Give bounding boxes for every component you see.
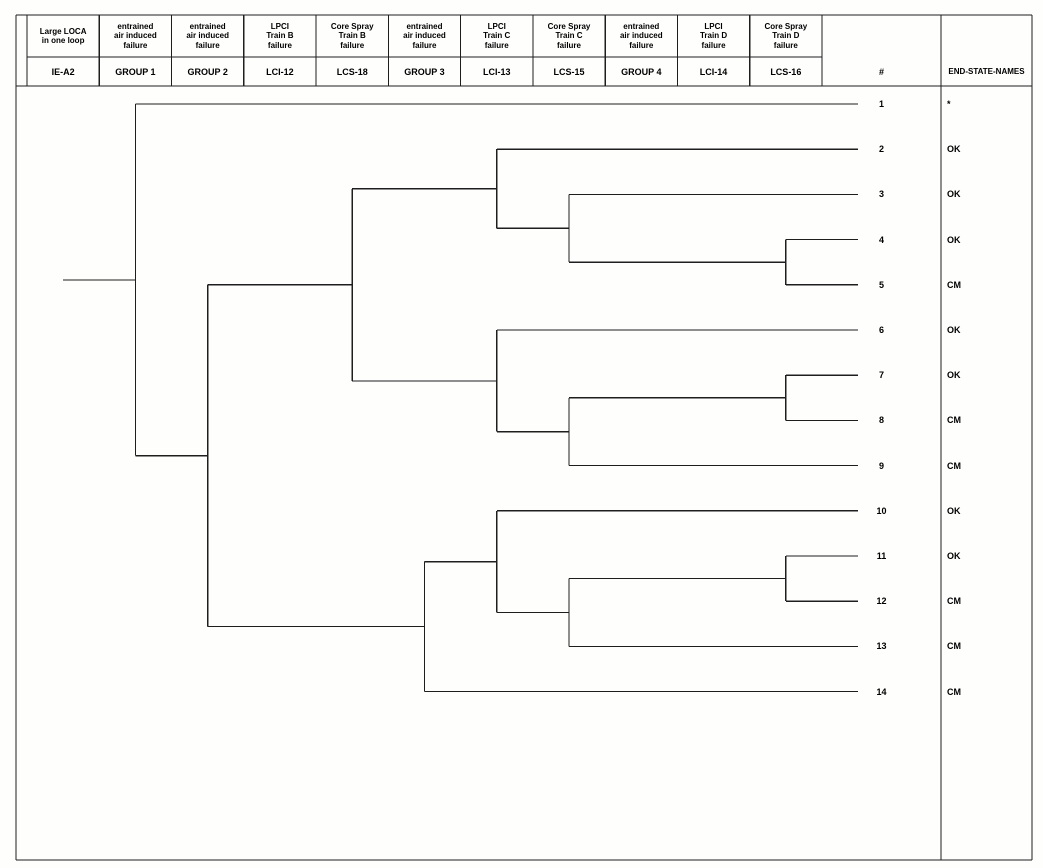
header-code-cell: GROUP 4 [621, 66, 662, 77]
header-code-cell: LCI-12 [266, 66, 294, 77]
end-state-label: OK [947, 370, 961, 381]
end-state-label: OK [947, 189, 961, 200]
end-state-names-column-header: END-STATE-NAMES [948, 67, 1025, 76]
sequence-number: 12 [876, 596, 887, 607]
header-description-cell: Core Spray Train D failure [764, 21, 808, 50]
sequence-number: 14 [876, 686, 887, 697]
end-state-label: * [947, 99, 951, 109]
sequence-number: 1 [878, 99, 884, 109]
header-code-cell: GROUP 2 [187, 66, 228, 77]
header-description-cell: entrained air induced failure [619, 21, 663, 50]
end-state-label: OK [947, 505, 961, 516]
sequence-number: 5 [878, 279, 884, 290]
header-description-cell: Core Spray Train C failure [547, 21, 591, 50]
header-code-cell: GROUP 1 [115, 66, 156, 77]
sequence-number: 10 [876, 505, 887, 516]
sequence-number: 11 [876, 551, 887, 561]
sequence-number-column-header: # [878, 66, 884, 77]
end-state-label: CM [947, 596, 961, 607]
header-code-cell: LCI-13 [482, 66, 511, 77]
header-description-cell: LPCI Train B failure [266, 21, 294, 50]
header-code-cell: LCI-14 [699, 66, 728, 77]
sequence-number: 4 [878, 234, 884, 245]
end-state-label: CM [947, 641, 961, 652]
header-description-cell: LPCI Train C failure [483, 21, 511, 50]
end-state-label: CM [947, 415, 961, 426]
sequence-number: 9 [878, 460, 884, 471]
end-state-label: OK [947, 325, 961, 335]
header-code-cell: GROUP 3 [404, 66, 445, 77]
end-state-label: CM [947, 686, 961, 697]
sequence-number: 2 [878, 144, 884, 155]
end-state-label: OK [947, 144, 961, 155]
header-description-cell: Large LOCA in one loop [39, 26, 87, 46]
header-description-cell: LPCI Train D failure [699, 21, 728, 50]
header-code-cell: IE-A2 [51, 66, 75, 77]
sequence-number: 7 [878, 370, 884, 381]
header-code-cell: LCS-16 [770, 66, 802, 77]
end-state-label: CM [947, 279, 961, 290]
sequence-number: 8 [878, 415, 884, 426]
header-description-cell: entrained air induced failure [403, 21, 446, 50]
header-code-cell: LCS-15 [553, 66, 585, 77]
sequence-number: 3 [878, 189, 884, 200]
end-state-label: OK [947, 551, 961, 561]
end-state-label: OK [947, 234, 961, 245]
header-description-cell: entrained air induced failure [114, 21, 157, 50]
header-description-cell: Core Spray Train B failure [330, 21, 374, 50]
sequence-number: 13 [876, 641, 887, 652]
sequence-number: 6 [878, 325, 884, 335]
end-state-label: CM [947, 460, 961, 471]
header-code-cell: LCS-18 [336, 66, 368, 77]
header-description-cell: entrained air induced failure [186, 21, 229, 50]
